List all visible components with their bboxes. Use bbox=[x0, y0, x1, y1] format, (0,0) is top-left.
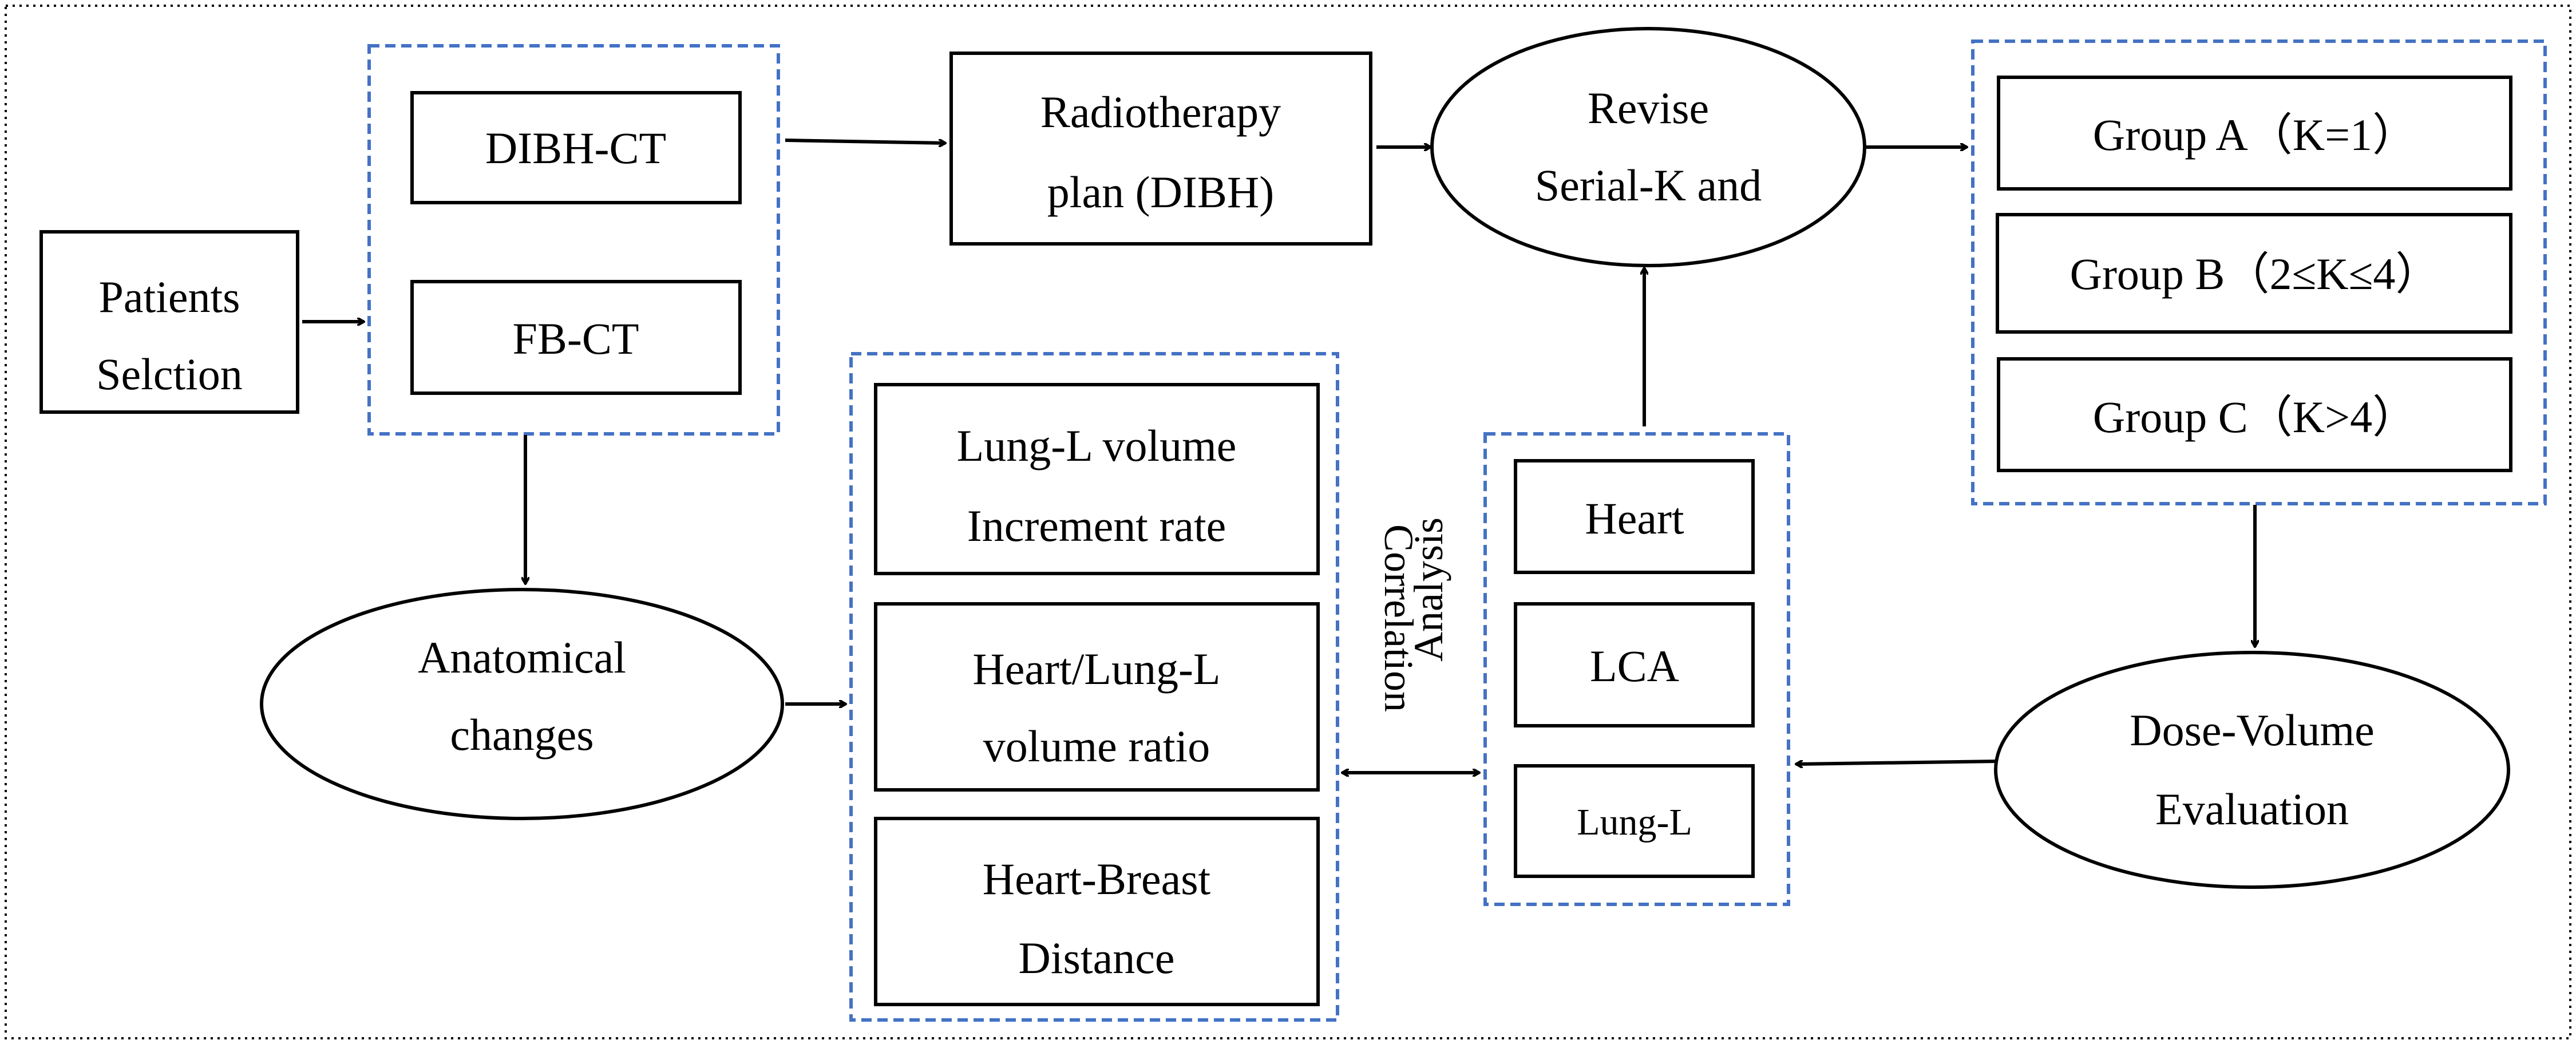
heart-lung-ratio-line-1: Heart/Lung-L bbox=[972, 644, 1220, 694]
heart-label: Heart bbox=[1585, 493, 1684, 543]
group-a-node: Group A（K=1） bbox=[1997, 76, 2512, 191]
revise-serial-k-node: Revise Serial-K and bbox=[1430, 27, 1866, 267]
analysis-label: Analysis bbox=[1406, 517, 1451, 662]
anatomical-metrics-frame bbox=[849, 352, 1339, 1022]
groups-frame bbox=[1971, 39, 2547, 505]
heart-breast-distance-line-2: Distance bbox=[1019, 933, 1175, 983]
lung-l-label: Lung-L bbox=[1577, 801, 1692, 843]
edge-dose-to-organs bbox=[1796, 760, 2000, 764]
anatomical-changes-line-1: Anatomical bbox=[418, 632, 626, 682]
radiotherapy-plan-line-2: plan (DIBH) bbox=[1047, 167, 1274, 217]
group-b-node: Group B（2≤K≤4） bbox=[1996, 213, 2512, 334]
fb-ct-label: FB-CT bbox=[512, 314, 639, 363]
heart-node: Heart bbox=[1514, 459, 1755, 574]
dose-volume-line-1: Dose-Volume bbox=[2130, 705, 2375, 755]
patients-selection-node: Patients Selction bbox=[39, 230, 299, 414]
anatomical-changes-node: Anatomical changes bbox=[260, 588, 784, 820]
ct-group-frame bbox=[367, 44, 780, 436]
organs-frame bbox=[1483, 432, 1790, 906]
patients-selection-line-2: Selction bbox=[96, 349, 243, 399]
heart-breast-distance-line-1: Heart-Breast bbox=[983, 854, 1211, 904]
dibh-ct-node: DIBH-CT bbox=[410, 91, 742, 204]
group-b-label: Group B（2≤K≤4） bbox=[2070, 249, 2440, 299]
lung-volume-increment-line-1: Lung-L volume bbox=[957, 421, 1237, 470]
radiotherapy-plan-node: Radiotherapy plan (DIBH) bbox=[949, 52, 1372, 246]
group-a-label: Group A（K=1） bbox=[2093, 110, 2417, 160]
dose-volume-node: Dose-Volume Evaluation bbox=[1994, 651, 2510, 889]
fb-ct-node: FB-CT bbox=[410, 280, 742, 395]
heart-breast-distance-node: Heart-Breast Distance bbox=[874, 817, 1320, 1006]
edges bbox=[302, 139, 2255, 773]
lca-label: LCA bbox=[1590, 641, 1679, 691]
lung-l-node: Lung-L bbox=[1514, 764, 1755, 878]
correlation-label: Correlation bbox=[1376, 524, 1422, 712]
heart-lung-ratio-node: Heart/Lung-L volume ratio bbox=[874, 602, 1320, 792]
patients-selection-line-1: Patients bbox=[99, 272, 240, 322]
lung-volume-increment-line-2: Increment rate bbox=[967, 501, 1226, 551]
group-c-label: Group C（K>4） bbox=[2093, 392, 2417, 442]
dose-volume-line-2: Evaluation bbox=[2155, 784, 2349, 834]
dibh-ct-label: DIBH-CT bbox=[485, 123, 666, 173]
lung-volume-increment-node: Lung-L volume Increment rate bbox=[874, 383, 1320, 575]
group-c-node: Group C（K>4） bbox=[1997, 357, 2512, 472]
revise-serial-k-line-1: Revise bbox=[1588, 83, 1709, 133]
outer-frame bbox=[5, 5, 2571, 1039]
lca-node: LCA bbox=[1514, 602, 1755, 727]
radiotherapy-plan-line-1: Radiotherapy bbox=[1040, 87, 1281, 137]
edge-dibh-to-plan bbox=[785, 139, 945, 143]
anatomical-changes-line-2: changes bbox=[450, 710, 593, 760]
revise-serial-k-line-2: Serial-K and bbox=[1535, 160, 1762, 210]
heart-lung-ratio-line-2: volume ratio bbox=[983, 721, 1210, 771]
